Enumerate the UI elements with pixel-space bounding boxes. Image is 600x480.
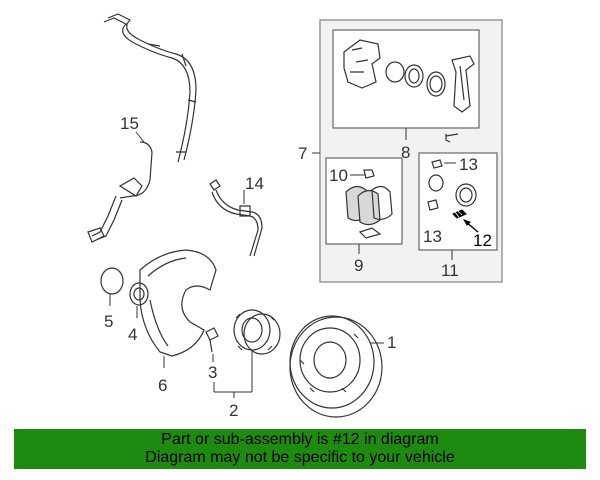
o-ring [100,267,124,306]
splash-shield [139,249,217,368]
notice-line-1: Part or sub-assembly is #12 in diagram [161,431,439,448]
hub-seal [129,282,149,318]
callout-10: 10 [329,166,348,185]
callout-3: 3 [208,363,217,382]
caliper-kit-box [332,29,480,143]
abs-sensor-wire [87,13,197,243]
callout-12: 12 [473,231,492,250]
callout-14: 14 [245,174,264,193]
brake-rotor [289,315,384,418]
callout-bracket-2 [213,382,252,398]
callout-7: 7 [298,144,307,163]
notice-banner: Part or sub-assembly is #12 in diagram D… [14,429,586,469]
bleeder-screw-highlighted [452,209,479,233]
seal-kit-box [418,152,498,260]
callout-8: 8 [401,143,410,162]
pad-kit-box [325,157,403,254]
callout-6: 6 [158,376,167,395]
callout-9: 9 [354,256,363,275]
brake-hose [209,179,263,257]
notice-line-2: Diagram may not be specific to your vehi… [145,449,455,466]
callout-13-bottom: 13 [423,227,442,246]
parts-diagram: 1 2 3 4 5 6 7 8 9 10 11 12 13 13 14 15 [87,13,503,420]
callout-2: 2 [229,401,238,420]
wheel-hub [233,309,281,392]
callout-5: 5 [104,312,113,331]
callout-4: 4 [128,325,137,344]
callout-11: 11 [441,261,459,280]
callout-13-top: 13 [459,155,478,174]
wheel-bolt [205,327,219,362]
callout-15: 15 [120,114,139,133]
callout-1: 1 [387,333,396,352]
